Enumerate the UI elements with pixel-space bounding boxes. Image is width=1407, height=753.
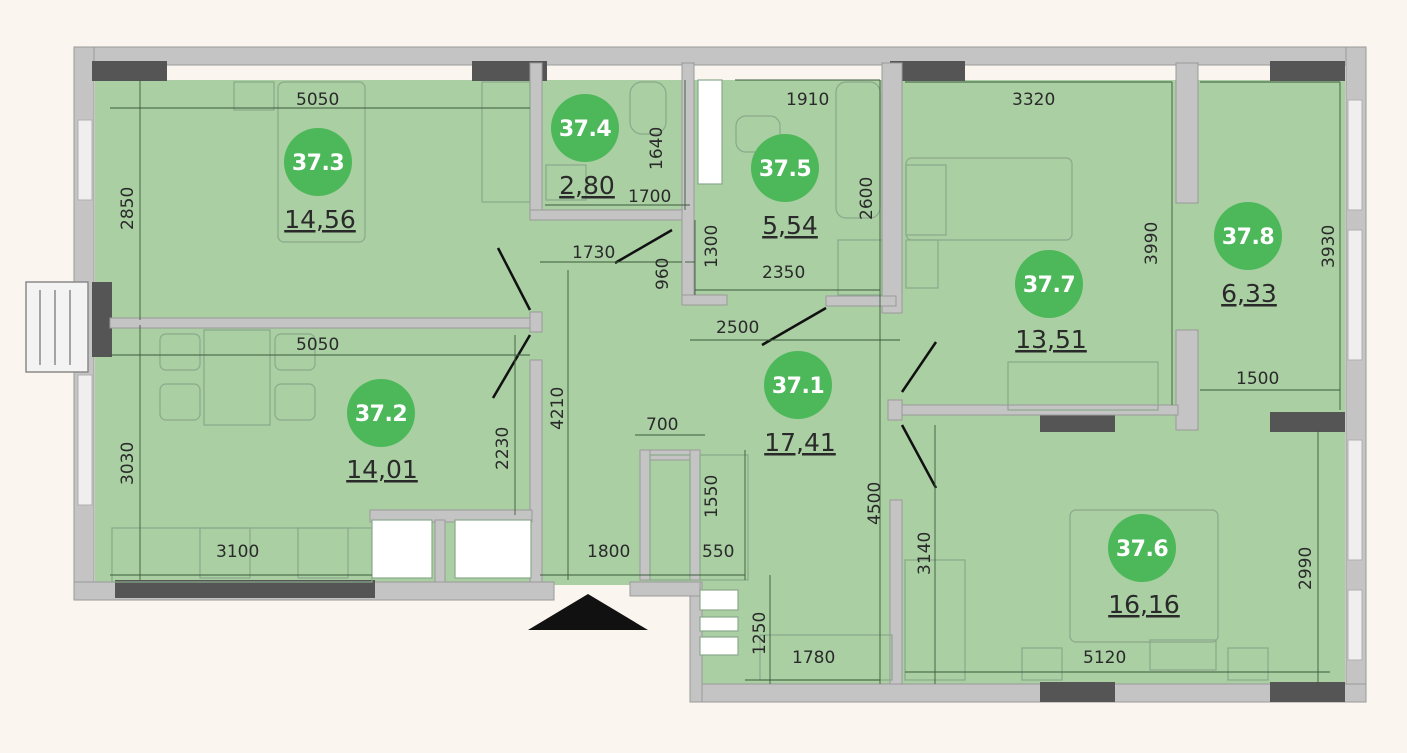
dim-label: 5120 (1083, 648, 1126, 668)
room-badge (284, 128, 352, 196)
dim-label: 2850 (118, 187, 138, 230)
room-number: 37.1 (772, 374, 824, 399)
dim-label: 3990 (1142, 222, 1162, 265)
room-37-2[interactable]: 37.2 14,01 (346, 379, 418, 484)
dim-label: 550 (702, 542, 734, 562)
dim-label: 4500 (865, 482, 885, 525)
dim-label: 3930 (1319, 225, 1339, 268)
room-area: 6,33 (1221, 279, 1277, 308)
dim-label: 1250 (750, 612, 770, 655)
room-area: 16,16 (1108, 590, 1180, 619)
room-number: 37.7 (1023, 273, 1075, 298)
room-37-7[interactable]: 37.7 13,51 (1015, 250, 1087, 354)
dim-label: 3030 (118, 442, 138, 485)
room-37-5[interactable]: 37.5 5,54 (751, 134, 819, 240)
room-37-6[interactable]: 37.6 16,16 (1108, 514, 1180, 619)
furniture (111, 79, 1269, 681)
dim-label: 1500 (1236, 369, 1279, 389)
room-badge (1214, 202, 1282, 270)
room-number: 37.3 (292, 151, 344, 176)
room-badges: 37.3 14,56 37.4 2,80 37.5 5,54 37.7 13,5… (284, 94, 1282, 619)
room-37-1[interactable]: 37.1 17,41 (764, 351, 836, 457)
dimension-lines (110, 79, 1341, 684)
entrance-arrow-icon (528, 594, 648, 630)
dim-label: 2990 (1296, 547, 1316, 590)
room-number: 37.5 (759, 157, 811, 182)
dim-label: 1550 (702, 475, 722, 518)
room-37-8[interactable]: 37.8 6,33 (1214, 202, 1282, 308)
dim-label: 1800 (587, 542, 630, 562)
door-swings (491, 228, 938, 489)
dim-label: 1300 (702, 225, 722, 268)
room-area: 17,41 (764, 428, 836, 457)
dim-label: 5050 (296, 90, 339, 110)
room-area: 13,51 (1015, 325, 1087, 354)
dim-label: 1640 (647, 127, 667, 170)
room-area: 2,80 (559, 171, 615, 200)
dim-label: 3320 (1012, 90, 1055, 110)
dim-label: 700 (646, 415, 678, 435)
room-badge (1108, 514, 1176, 582)
dim-label: 2500 (716, 318, 759, 338)
dim-label: 3140 (915, 532, 935, 575)
balcony (25, 281, 89, 373)
dim-label: 1700 (628, 187, 671, 207)
dim-label: 2350 (762, 263, 805, 283)
dim-label: 1780 (792, 648, 835, 668)
dim-label: 4210 (548, 387, 568, 430)
room-37-3[interactable]: 37.3 14,56 (284, 128, 356, 234)
room-number: 37.8 (1222, 225, 1274, 250)
interior-walls (109, 62, 1199, 685)
room-badge (347, 379, 415, 447)
dim-label: 960 (653, 258, 673, 290)
room-badge (1015, 250, 1083, 318)
room-area: 5,54 (762, 211, 818, 240)
room-number: 37.6 (1116, 537, 1168, 562)
room-number: 37.2 (355, 402, 407, 427)
dimension-labels: 5050 1910 3320 1640 1700 2850 1730 1300 … (118, 90, 1339, 668)
window-frames (77, 99, 1363, 661)
dim-label: 1910 (786, 90, 829, 110)
room-area: 14,01 (346, 455, 418, 484)
dim-label: 2600 (857, 177, 877, 220)
room-number: 37.4 (559, 117, 611, 142)
room-badge (551, 94, 619, 162)
dim-label: 3100 (216, 542, 259, 562)
dim-label: 2230 (493, 427, 513, 470)
dim-label: 5050 (296, 335, 339, 355)
room-37-4[interactable]: 37.4 2,80 (551, 94, 619, 200)
dim-label: 1730 (572, 243, 615, 263)
room-badge (751, 134, 819, 202)
windows (92, 61, 1345, 702)
room-badge (764, 351, 832, 419)
room-area: 14,56 (284, 205, 356, 234)
